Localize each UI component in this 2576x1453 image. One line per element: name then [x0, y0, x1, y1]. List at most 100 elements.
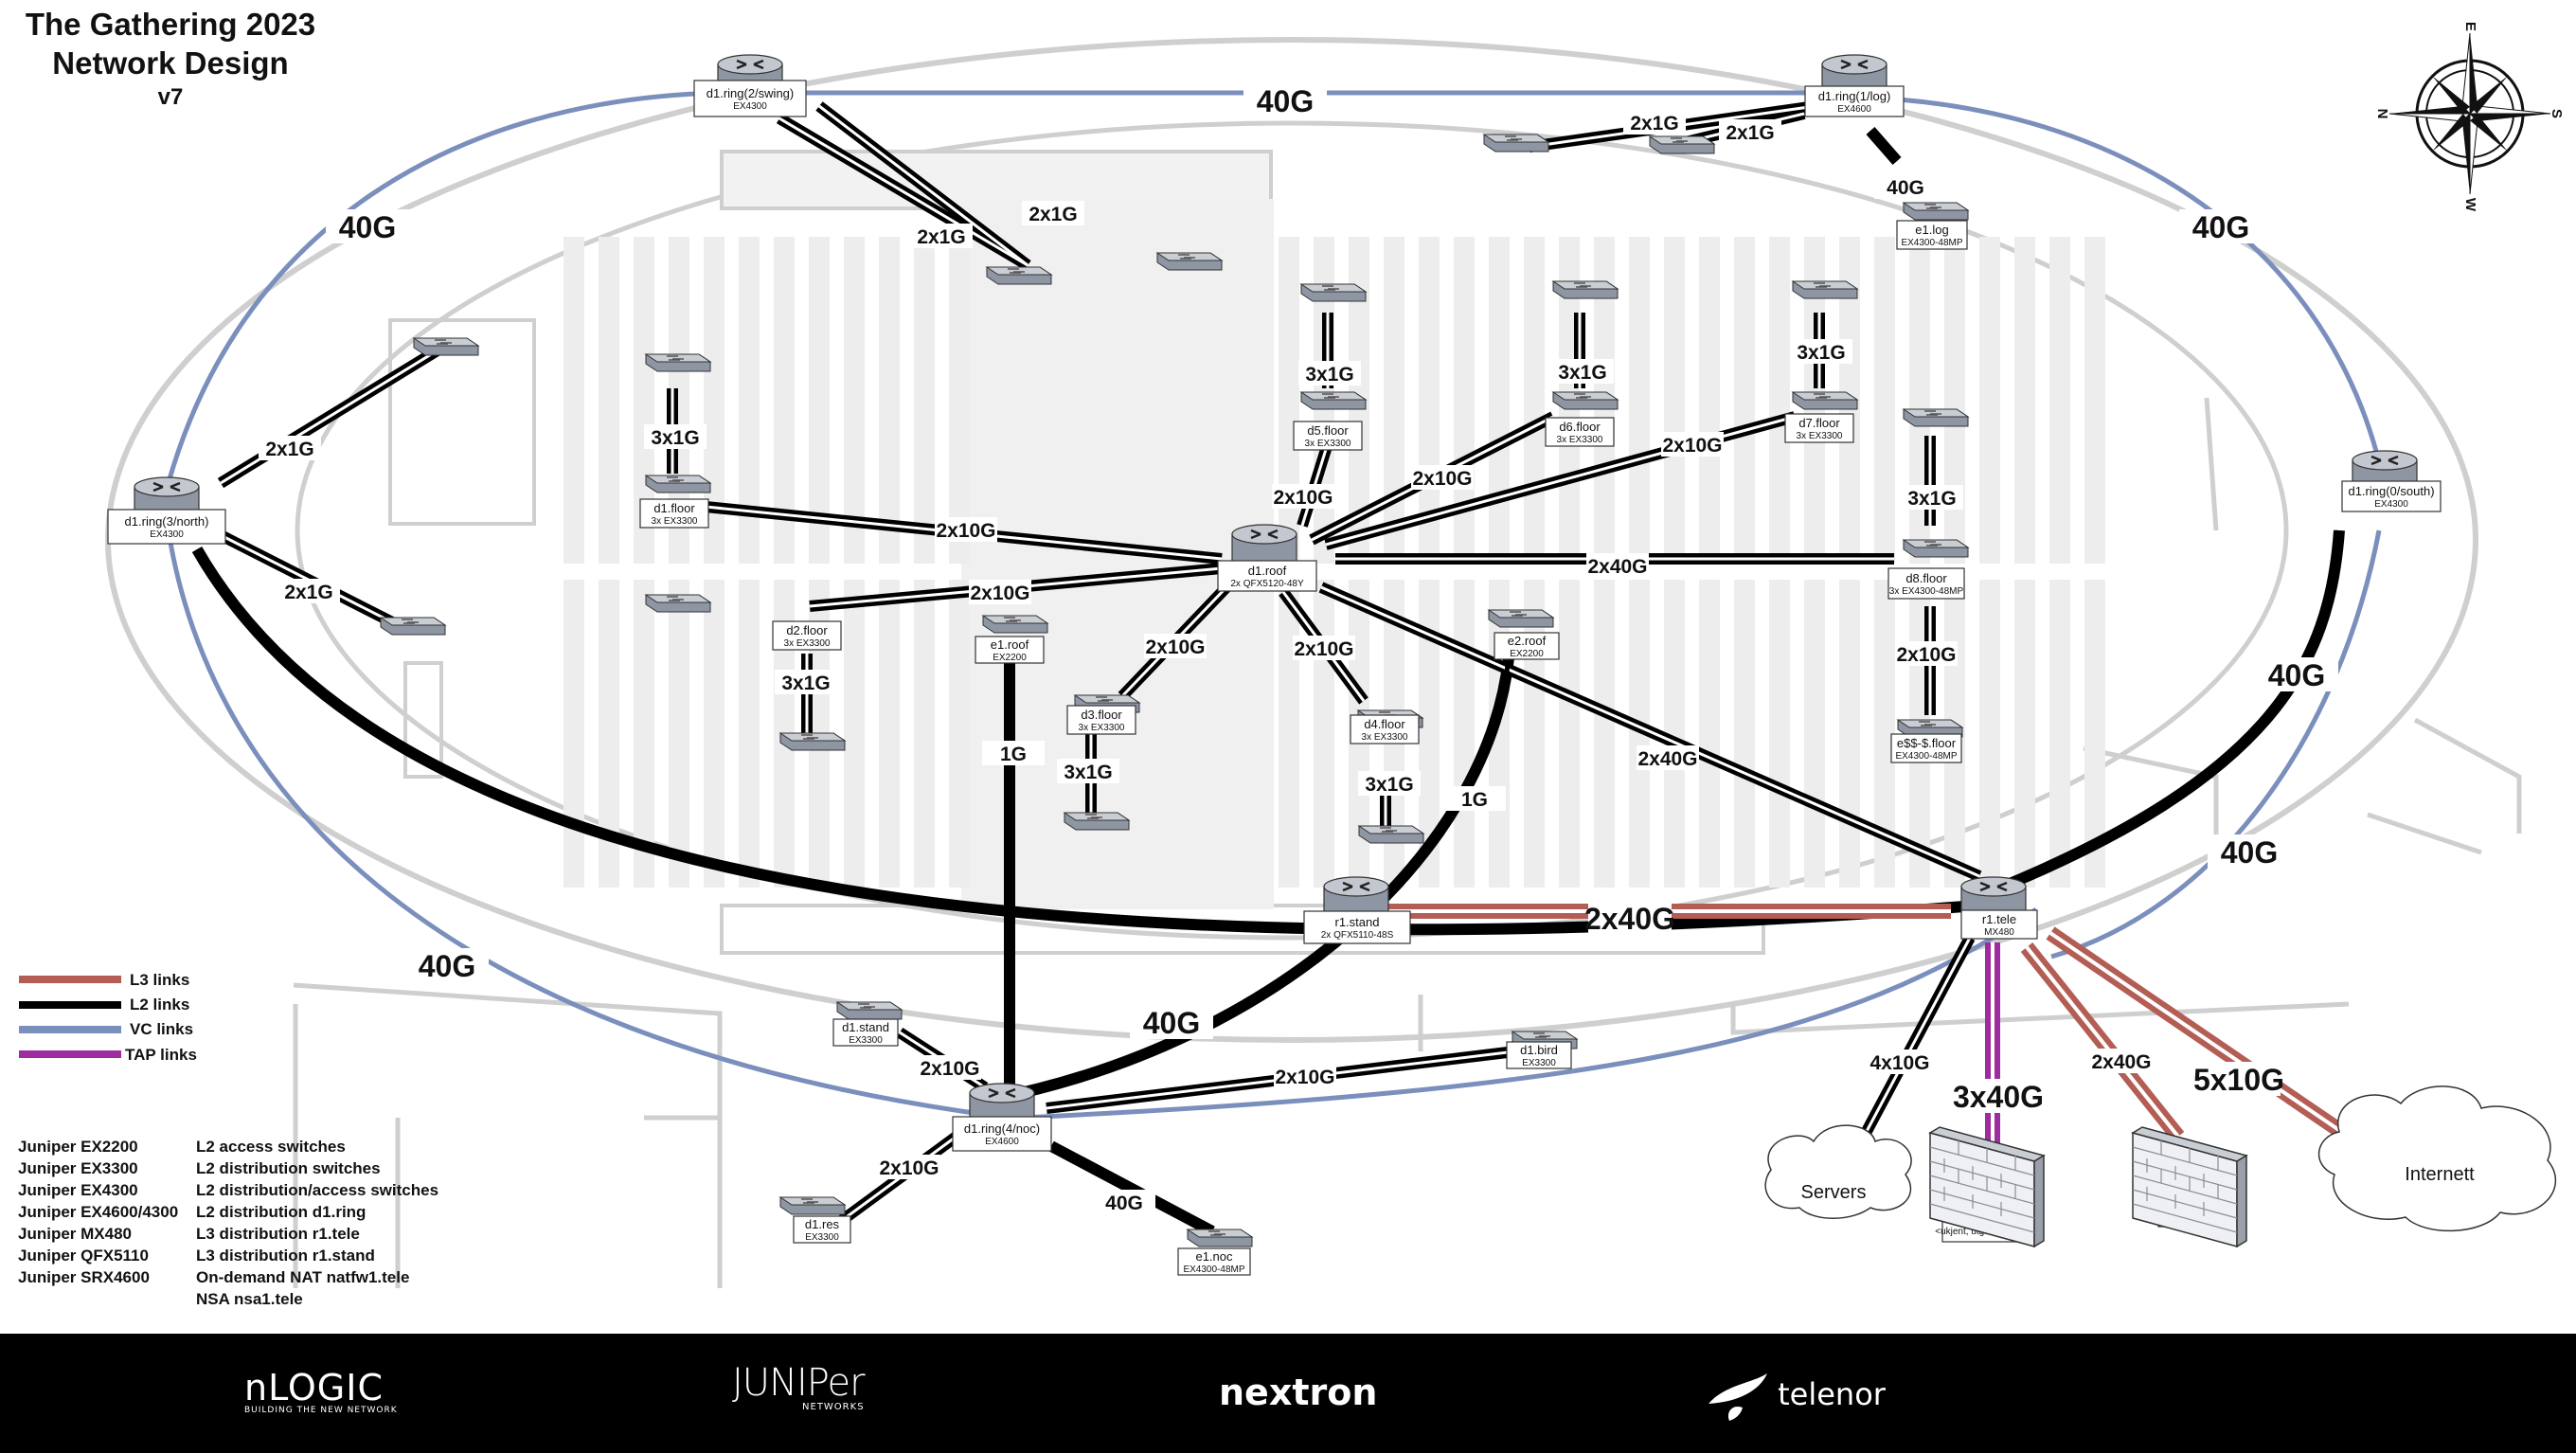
link-label-r1_a: 2x1G [1623, 110, 1686, 135]
link-label-text: 3x1G [1907, 488, 1956, 510]
node-name: e1.log [1915, 223, 1948, 237]
link-label-text: 3x1G [1797, 342, 1845, 364]
link-label-d4_3: 3x1G [1358, 771, 1421, 796]
link-label-text: 2x10G [1412, 468, 1472, 490]
link-label-bg [935, 517, 997, 542]
node-box [952, 1116, 1052, 1152]
seat-row [739, 580, 760, 888]
link-label-tele_natfw: 2x40G [2090, 1049, 2153, 1073]
link-label-bg [1057, 759, 1119, 783]
seat-row [1699, 237, 1720, 564]
node-box [1896, 220, 1968, 250]
internet-label: Internett [2405, 1164, 2475, 1185]
node-box [1804, 85, 1905, 117]
node-ring1: d1.ring(1/log)EX4600 [1804, 85, 1905, 117]
seat-row [704, 580, 724, 888]
seat-row [1874, 580, 1895, 888]
seat-row [914, 237, 935, 564]
l3-links [1364, 904, 2353, 1143]
seat-row [914, 580, 935, 888]
link-label-text: 40G [2192, 210, 2249, 244]
node-model: EX2200 [993, 653, 1027, 663]
seat-row [1594, 580, 1615, 888]
link-label-bg [1661, 432, 1724, 457]
node-box [2341, 480, 2442, 512]
link-label-roof_d4: 2x10G [1293, 636, 1355, 660]
link-label-d2_3: 3x1G [775, 670, 837, 694]
seat-row [1839, 580, 1860, 888]
seat-row [2014, 580, 2035, 888]
seat-row [1979, 580, 2000, 888]
link-label-bg [1272, 484, 1334, 509]
link-label-roof_d2: 2x10G [969, 580, 1031, 604]
hw-role: NSA nsa1.tele [196, 1290, 303, 1308]
hw-role: L2 access switches [196, 1138, 346, 1156]
seat-row [2049, 237, 2070, 564]
node-model: 2x QFX5110-48S [1321, 930, 1394, 941]
seat-row [2084, 237, 2105, 564]
link-label-l40_ur: 40G [2179, 209, 2263, 244]
link-label-r2_a: 2x1G [910, 224, 973, 248]
seat-row [1979, 237, 2000, 564]
node-model: 3x EX3300 [1797, 431, 1843, 441]
node-model: 3x EX3300 [1305, 439, 1351, 449]
node-model: 2x QFX5120-48Y [1230, 579, 1304, 589]
link-label-bg [2197, 1062, 2281, 1096]
link-label-bg [2255, 657, 2338, 691]
telenor-wordmark: telenor [1778, 1376, 1886, 1412]
node-model: EX3300 [1522, 1058, 1556, 1068]
node-model: MX480 [1984, 927, 2014, 938]
seat-row [844, 237, 865, 564]
node-model: EX4600 [1837, 104, 1871, 115]
title-block: The Gathering 2023 Network Design v7 [26, 7, 315, 110]
link-label-bg [1144, 634, 1207, 658]
seat-row [1279, 580, 1299, 888]
link-label-bg [1293, 636, 1355, 660]
link-legend: L3 links L2 links VC links TAP links [19, 971, 197, 1064]
link-label-r3_a: 2x1G [259, 436, 321, 460]
link-label-text: 2x1G [917, 226, 965, 248]
node-name: d1.ring(3/north) [125, 514, 209, 529]
node-model: 3x EX3300 [1079, 723, 1125, 733]
compass-s: S [2549, 109, 2565, 118]
node-box [1887, 567, 1965, 600]
node-box [1784, 413, 1854, 443]
link-label-d7_3: 3x1G [1790, 339, 1852, 364]
link-label-text: 2x10G [1275, 1067, 1334, 1088]
link-label-text: 2x40G [1587, 556, 1647, 578]
link-label-bg [1790, 339, 1852, 364]
link-label-text: 2x10G [936, 520, 995, 542]
link-label-text: 40G [1105, 1193, 1143, 1214]
nlogic-logo: nLOGIC BUILDING THE NEW NETWORK [244, 1370, 398, 1415]
link-label-bg [982, 741, 1045, 765]
seat-row [1804, 580, 1825, 888]
hw-role: L3 distribution r1.stand [196, 1247, 375, 1265]
node-name: r1.stand [1335, 915, 1380, 929]
node-model: EX4300 [733, 101, 767, 112]
link-label-tele_inet: 5x10G [2193, 1062, 2284, 1097]
seat-row [2049, 580, 2070, 888]
link-label-bg [1719, 119, 1781, 144]
hw-role: L2 distribution switches [196, 1159, 381, 1177]
link-label-roof_d1: 2x10G [935, 517, 997, 542]
telenor-propeller-icon [1708, 1373, 1767, 1421]
legend-vc-label: VC links [130, 1020, 193, 1038]
node-box [975, 636, 1045, 664]
link-label-text: 2x10G [879, 1157, 939, 1179]
node-model: EX2200 [1510, 649, 1544, 659]
node-name: d7.floor [1798, 416, 1840, 430]
node-box [832, 1018, 899, 1047]
link-label-text: 1G [1461, 789, 1488, 811]
link-label-text: 2x40G [2091, 1051, 2151, 1073]
node-name: d3.floor [1081, 708, 1122, 722]
node-box [1960, 909, 2038, 940]
seat-row [739, 237, 760, 564]
link-label-roof_d3: 2x10G [1144, 634, 1207, 658]
